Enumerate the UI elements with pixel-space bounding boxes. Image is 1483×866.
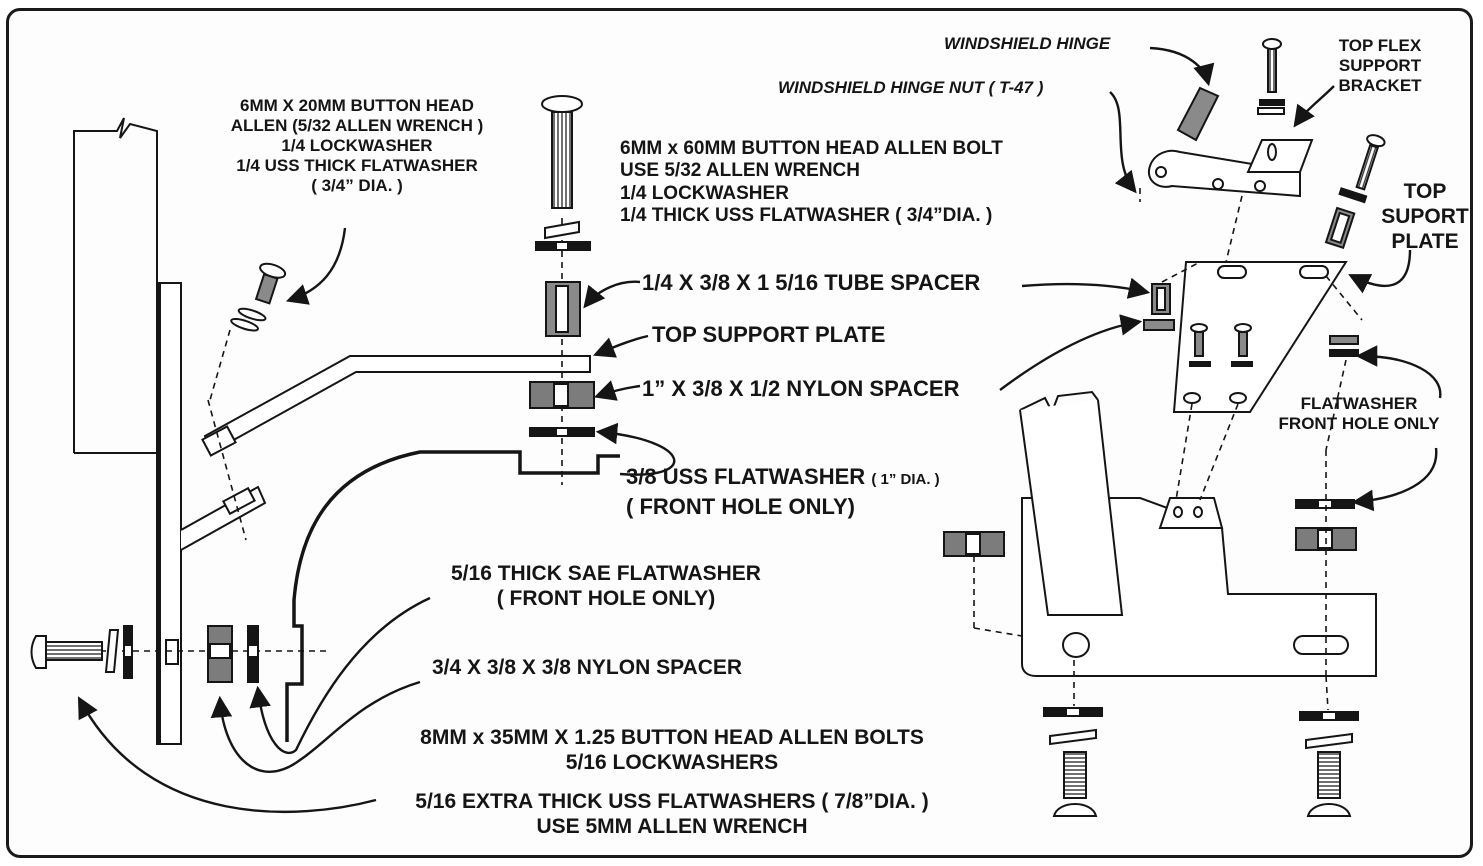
base-bracket [1019,390,1377,677]
label-flatwasher-front-hole: FLATWASHER FRONT HOLE ONLY [1278,394,1440,434]
label-top-support-plate: TOP SUPPORT PLATE [652,322,886,347]
right-leader-arrows [999,46,1442,512]
bottom-bolt-left [1043,707,1103,817]
label-sae-flatwasher: 5/16 THICK SAE FLATWASHER ( FRONT HOLE O… [451,562,761,610]
label-windshield-hinge-nut: WINDSHIELD HINGE NUT ( T-47 ) [778,78,1044,97]
left-side-view [30,95,620,745]
label-extra-thick-flatwashers: 5/16 EXTRA THICK USS FLATWASHERS ( 7/8”D… [415,790,929,838]
label-nylon-spacer-34: 3/4 X 3/8 X 3/8 NYLON SPACER [432,656,743,679]
label-nylon-spacer-1in: 1” X 3/8 X 1/2 NYLON SPACER [642,376,960,401]
bolt-8x35 [30,625,133,679]
label-bolts-8x35: 8MM x 35MM X 1.25 BUTTON HEAD ALLEN BOLT… [420,726,924,774]
label-bolt-6x60: 6MM x 60MM BUTTON HEAD ALLEN BOLT USE 5/… [620,138,1003,227]
left-leader-arrows [77,227,676,813]
label-top-support-plate-right: TOP SUPORT PLATE [1381,180,1469,253]
label-bolt-6x20: 6MM X 20MM BUTTON HEAD ALLEN (5/32 ALLEN… [230,96,484,196]
diagram-frame [6,8,1473,858]
label-flatwasher-38: 3/8 USS FLATWASHER ( 1” DIA. ) [626,464,940,489]
windshield-hinge [1147,86,1301,198]
top-flex-support-bracket [1246,38,1314,173]
bolt-6x60 [535,95,591,251]
top-support-plate-right [1172,261,1348,413]
mount-bracket [285,450,620,742]
label-windshield-hinge: WINDSHIELD HINGE [944,34,1111,53]
label-top-flex-support-bracket: TOP FLEX SUPPORT BRACKET [1338,36,1422,96]
bottom-bolt-right [1299,711,1359,817]
label-tube-spacer: 1/4 X 3/8 X 1 5/16 TUBE SPACER [642,270,981,295]
bolt-top-right [1324,134,1386,250]
side-panel [73,117,158,453]
right-exploded-view [943,38,1386,817]
label-front-hole-only: ( FRONT HOLE ONLY) [626,494,855,519]
bolt-6x20 [230,262,287,332]
